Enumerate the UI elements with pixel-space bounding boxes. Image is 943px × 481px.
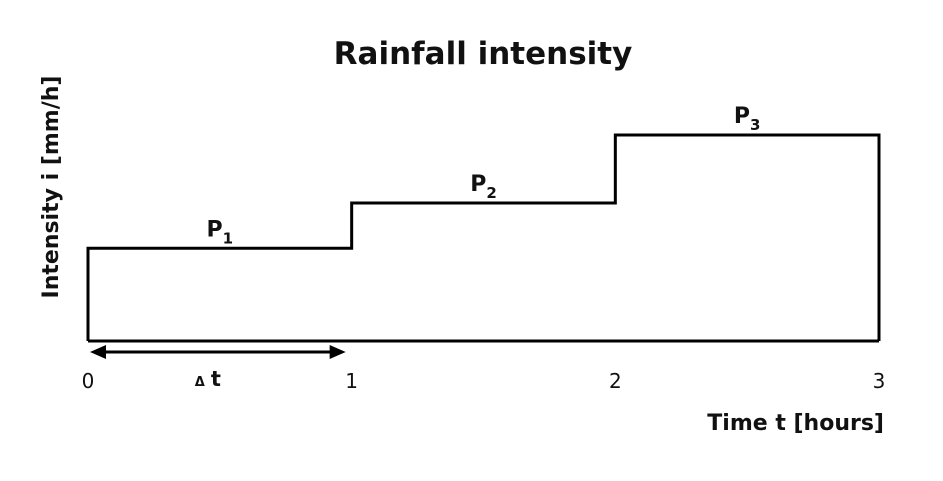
delta-t-arrowhead-left — [90, 345, 106, 359]
step-outline — [86, 133, 881, 341]
x-tick-label-2: 2 — [609, 369, 622, 393]
x-tick-label-1: 1 — [345, 369, 358, 393]
y-axis-title: Intensity i [mm/h] — [39, 76, 64, 299]
step-label-3: P3 — [734, 104, 761, 134]
x-tick-labels: 0 1 2 3 — [82, 369, 886, 393]
step-label-1: P1 — [207, 217, 234, 247]
step-series — [86, 133, 881, 341]
x-tick-label-3: 3 — [873, 369, 886, 393]
step-labels: P1 P2 P3 — [207, 104, 761, 247]
x-axis-title: Time t [hours] — [707, 411, 884, 436]
x-tick-label-0: 0 — [82, 369, 95, 393]
delta-t-arrowhead-right — [329, 345, 346, 359]
chart-title: Rainfall intensity — [334, 36, 633, 72]
step-label-2: P2 — [470, 172, 497, 202]
